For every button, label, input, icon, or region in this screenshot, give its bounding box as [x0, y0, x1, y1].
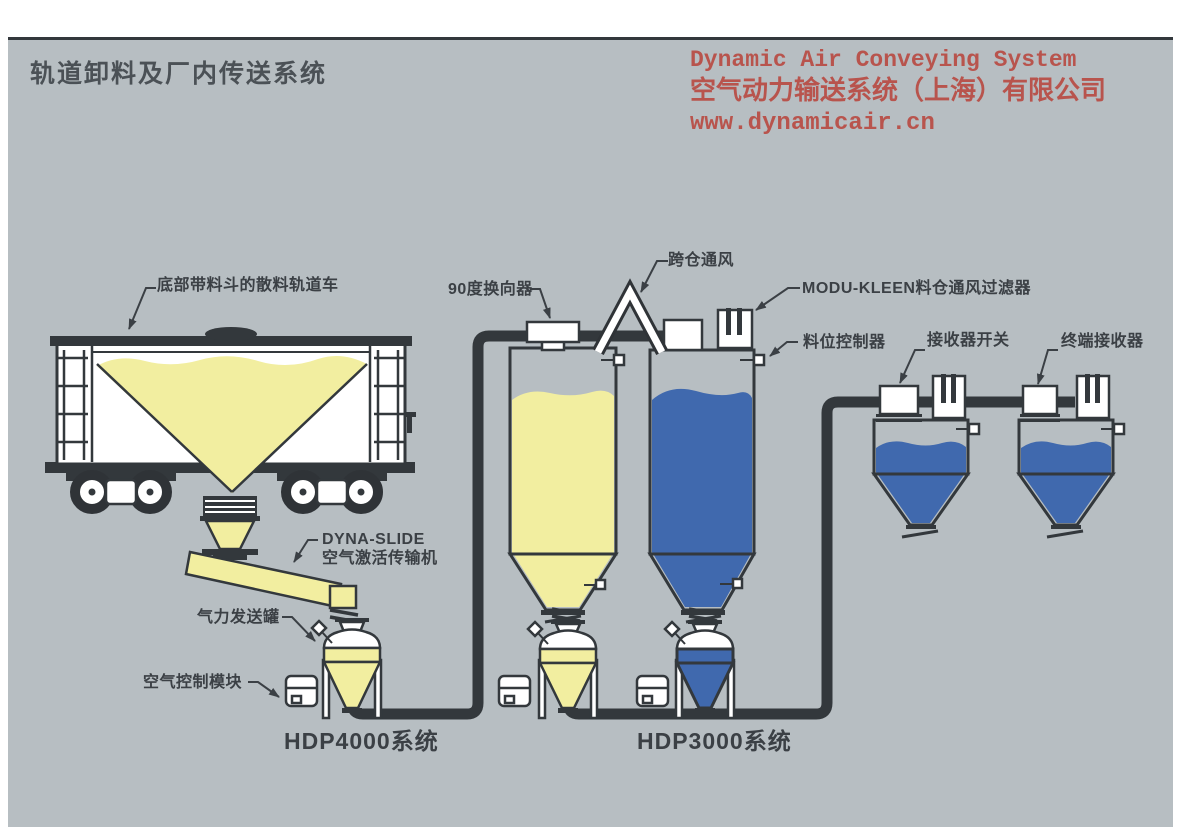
- terminal-receiver-switch-box: [1020, 384, 1060, 422]
- company-name-en: Dynamic Air Conveying System: [690, 47, 1077, 73]
- hopper-slope-lines: [96, 363, 368, 493]
- transporter-vessel-yellow: [526, 607, 599, 720]
- receiver-1: [871, 374, 981, 539]
- slide-gate: [901, 529, 939, 539]
- receiver-switch-box: [876, 384, 922, 422]
- railcar-outlet: [200, 496, 260, 560]
- silo-blue: [647, 318, 766, 624]
- label-transporter: 气力发送罐: [197, 609, 280, 626]
- journal-box: [104, 478, 138, 506]
- level-control-sensor: [752, 353, 766, 367]
- slide-drop-pipe: [328, 584, 358, 610]
- transporter-vessel-hdp4000: [310, 618, 383, 720]
- receiver-filter-icon: [1075, 374, 1111, 420]
- leader-receiver-switch: [899, 349, 925, 384]
- silo-yellow-fill: [512, 390, 614, 607]
- modu-kleen-filter-icon: [716, 308, 754, 350]
- outlet-funnel: [203, 519, 257, 551]
- receiver-2: [1016, 374, 1126, 539]
- journal-box: [315, 478, 349, 506]
- bogie-left: [66, 470, 176, 514]
- leader-diverter: [530, 288, 551, 319]
- receiver-fill: [876, 441, 966, 523]
- leader-modu-kleen: [755, 287, 800, 311]
- label-air-control-module: 空气控制模块: [143, 674, 243, 691]
- transporter-vessel-blue: [663, 607, 736, 720]
- label-level-control: 料位控制器: [803, 334, 886, 351]
- valve-diamond-icon: [526, 620, 544, 638]
- label-dyna-slide-l2: 空气激活传输机: [322, 550, 438, 567]
- label-receiver-switch: 接收器开关: [927, 332, 1010, 349]
- railcar-material-fill: [97, 355, 367, 493]
- panel-top-border: [8, 37, 1173, 40]
- cross-vent-triangle: [592, 278, 668, 356]
- leader-dyna-slide: [293, 539, 318, 563]
- cone-sensor: [594, 578, 607, 591]
- air-control-module-1: [284, 674, 319, 708]
- railcar: [45, 327, 416, 560]
- page-title: 轨道卸料及厂内传送系统: [30, 60, 328, 88]
- company-name-cn: 空气动力输送系统（上海）有限公司: [690, 77, 1107, 107]
- level-sensor: [967, 422, 981, 436]
- label-diverter-90: 90度换向器: [448, 281, 533, 298]
- receiver-filter-icon: [931, 374, 967, 420]
- leader-air-module: [248, 681, 280, 698]
- silo-inlet-box: [662, 318, 704, 352]
- company-url: www.dynamicair.cn: [690, 110, 935, 137]
- dyna-slide-conveyor: [184, 550, 359, 624]
- left-ladder: [58, 350, 88, 460]
- label-cross-vent: 跨仓通风: [668, 252, 735, 269]
- level-sensor: [1112, 422, 1126, 436]
- leader-cross-vent: [640, 260, 668, 293]
- leader-transporter: [282, 616, 316, 642]
- air-control-module-2: [497, 674, 532, 708]
- roof-hatch-icon: [205, 327, 257, 341]
- level-sensor: [612, 353, 626, 367]
- silo-yellow: [507, 346, 626, 624]
- label-hdp3000-system: HDP3000系统: [637, 728, 792, 754]
- pipe-hdp3000-to-receivers: [562, 396, 1075, 720]
- right-ladder: [374, 350, 404, 460]
- leader-railcar: [128, 287, 156, 330]
- label-bin-vent-filter: MODU-KLEEN料仓通风过滤器: [802, 280, 1031, 297]
- diverter-90-degree: [525, 320, 581, 352]
- label-terminal-receiver: 终端接收器: [1061, 333, 1144, 350]
- label-hdp4000-system: HDP4000系统: [284, 728, 439, 754]
- label-railcar: 底部带料斗的散料轨道车: [157, 277, 339, 294]
- label-dyna-slide-l1: DYNA-SLIDE: [322, 531, 425, 548]
- brake-handle-icon: [404, 412, 416, 433]
- leader-level-control: [769, 341, 798, 357]
- silo-blue-fill: [652, 388, 752, 607]
- slide-gate: [1046, 529, 1084, 539]
- valve-diamond-icon: [663, 620, 681, 638]
- label-dyna-slide: DYNA-SLIDE 空气激活传输机: [322, 530, 438, 568]
- bogie-right: [277, 470, 387, 514]
- cone-sensor: [731, 577, 744, 590]
- leader-terminal-receiver: [1036, 349, 1058, 385]
- air-control-module-3: [635, 674, 670, 708]
- receiver-fill: [1021, 441, 1111, 523]
- company-block: Dynamic Air Conveying System 空气动力输送系统（上海…: [690, 46, 1106, 139]
